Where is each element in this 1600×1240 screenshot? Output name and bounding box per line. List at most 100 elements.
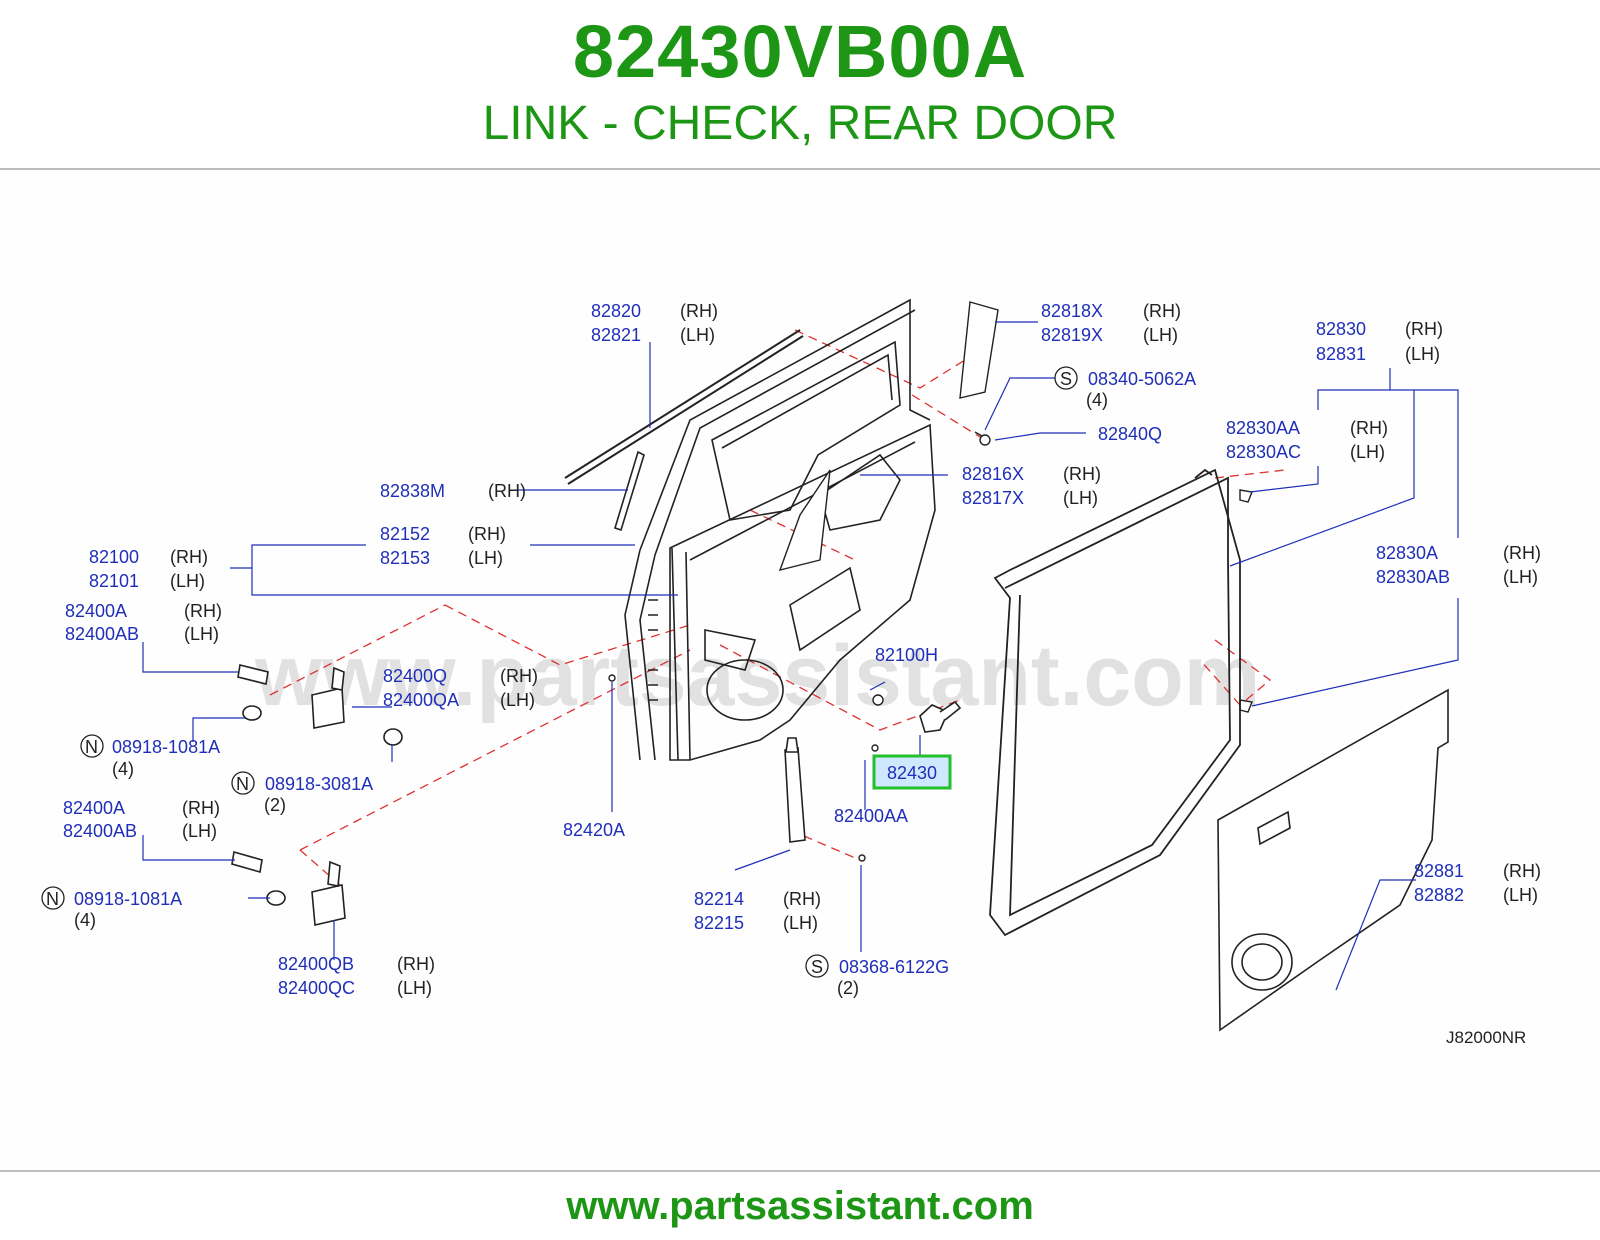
label-82400ab-upper[interactable]: 82400AB (LH)	[65, 624, 219, 644]
part-number-link[interactable]: 82830AB	[1376, 567, 1450, 587]
label-08340-5062a[interactable]: S 08340-5062A (4)	[1054, 366, 1196, 410]
label-82830ab[interactable]: 82830AB (LH)	[1376, 567, 1538, 587]
label-82400q[interactable]: 82400Q (RH)	[383, 666, 538, 686]
part-number-link[interactable]: 82830AC	[1226, 442, 1301, 462]
label-08918-3081a[interactable]: N 08918-3081A (2)	[231, 771, 373, 815]
part-number-link[interactable]: 82840Q	[1098, 424, 1162, 444]
part-number-link[interactable]: 08340-5062A	[1088, 369, 1196, 389]
part-number-link[interactable]: 82820	[591, 301, 641, 321]
part-number-link[interactable]: 82214	[694, 889, 744, 909]
side-indicator: (LH)	[500, 690, 535, 710]
part-number-link[interactable]: 08918-3081A	[265, 774, 373, 794]
part-number-link[interactable]: 82400AA	[834, 806, 908, 826]
label-82400a-lower[interactable]: 82400A (RH)	[63, 798, 220, 818]
part-number-link[interactable]: 82400A	[65, 601, 127, 621]
label-82152[interactable]: 82152 (RH)	[380, 524, 506, 544]
side-indicator: (LH)	[1503, 567, 1538, 587]
label-82818x[interactable]: 82818X (RH)	[1041, 301, 1181, 321]
side-indicator: (LH)	[680, 325, 715, 345]
part-number-link[interactable]: 82400A	[63, 798, 125, 818]
label-82153[interactable]: 82153 (LH)	[380, 548, 503, 568]
quantity: (2)	[837, 978, 859, 998]
part-number-link[interactable]: 82400AB	[63, 821, 137, 841]
label-08918-1081a-lower[interactable]: N 08918-1081A (4)	[41, 886, 182, 930]
label-82400ab-lower[interactable]: 82400AB (LH)	[63, 821, 217, 841]
label-82400qc[interactable]: 82400QC (LH)	[278, 978, 432, 998]
part-number-link[interactable]: 82818X	[1041, 301, 1103, 321]
label-82830ac[interactable]: 82830AC (LH)	[1226, 442, 1385, 462]
label-08368-6122g[interactable]: S 08368-6122G (2)	[805, 954, 949, 998]
part-number-link[interactable]: 82152	[380, 524, 430, 544]
part-number-link[interactable]: 82400QB	[278, 954, 354, 974]
part-number-link[interactable]: 82100H	[875, 645, 938, 665]
sash-strip-82838m	[614, 450, 645, 532]
part-number-link[interactable]: 82420A	[563, 820, 625, 840]
part-number-link[interactable]: 82830A	[1376, 543, 1438, 563]
part-number-link[interactable]: 82819X	[1041, 325, 1103, 345]
label-82100[interactable]: 82100 (RH)	[89, 547, 208, 567]
highlight-box	[872, 754, 952, 790]
label-82215[interactable]: 82215 (LH)	[694, 913, 818, 933]
part-number-link[interactable]: 82816X	[962, 464, 1024, 484]
side-indicator: (LH)	[182, 821, 217, 841]
part-number-link[interactable]: 82400AB	[65, 624, 139, 644]
part-number-link[interactable]: 82881	[1414, 861, 1464, 881]
part-number-link[interactable]: 82882	[1414, 885, 1464, 905]
footer-site-link[interactable]: www.partsassistant.com	[566, 1184, 1034, 1228]
side-indicator: (RH)	[680, 301, 718, 321]
label-82430-highlighted[interactable]: 82430	[872, 754, 952, 790]
label-82816x[interactable]: 82816X (RH)	[962, 464, 1101, 484]
part-number-link[interactable]: 82821	[591, 325, 641, 345]
leader-lines	[142, 321, 1459, 991]
label-82400a-upper[interactable]: 82400A (RH)	[65, 601, 222, 621]
part-number-link[interactable]: 82215	[694, 913, 744, 933]
label-82838m[interactable]: 82838M (RH)	[380, 481, 526, 501]
part-number-link[interactable]: 08368-6122G	[839, 957, 949, 977]
part-number-link[interactable]: 82100	[89, 547, 139, 567]
label-82882[interactable]: 82882 (LH)	[1414, 885, 1538, 905]
label-82821[interactable]: 82821 (LH)	[591, 325, 715, 345]
part-number-link[interactable]: 82400QA	[383, 690, 459, 710]
badge-letter: N	[46, 889, 59, 909]
standard-part-badge	[805, 954, 829, 978]
label-82817x[interactable]: 82817X (LH)	[962, 488, 1098, 508]
label-82420a[interactable]: 82420A	[563, 820, 625, 840]
label-82840q[interactable]: 82840Q	[1098, 424, 1162, 444]
label-82819x[interactable]: 82819X (LH)	[1041, 325, 1178, 345]
label-82820[interactable]: 82820 (RH)	[591, 301, 718, 321]
label-82101[interactable]: 82101 (LH)	[89, 571, 205, 591]
label-82400aa[interactable]: 82400AA	[834, 806, 908, 826]
side-indicator: (RH)	[1405, 319, 1443, 339]
header: 82430VB00A LINK - CHECK, REAR DOOR	[0, 0, 1600, 168]
part-number-link[interactable]: 08918-1081A	[112, 737, 220, 757]
label-82830aa[interactable]: 82830AA (RH)	[1226, 418, 1388, 438]
standard-part-badge	[231, 771, 255, 795]
footer-divider	[0, 1170, 1600, 1172]
side-indicator: (RH)	[488, 481, 526, 501]
part-number-link[interactable]: 82400QC	[278, 978, 355, 998]
part-number-link[interactable]: 82830AA	[1226, 418, 1300, 438]
part-number-link[interactable]: 82101	[89, 571, 139, 591]
part-number-link[interactable]: 82831	[1316, 344, 1366, 364]
part-number-link[interactable]: 82838M	[380, 481, 445, 501]
part-number-link[interactable]: 82400Q	[383, 666, 447, 686]
part-number-link[interactable]: 08918-1081A	[74, 889, 182, 909]
part-number-link[interactable]: 82430	[887, 763, 937, 783]
label-82830[interactable]: 82830 (RH)	[1316, 319, 1443, 339]
side-indicator: (LH)	[1063, 488, 1098, 508]
small-fasteners	[608, 431, 1253, 862]
label-82400qb[interactable]: 82400QB (RH)	[278, 954, 435, 974]
part-number-link[interactable]: 82830	[1316, 319, 1366, 339]
label-82100h[interactable]: 82100H	[875, 645, 938, 665]
part-number-link[interactable]: 82817X	[962, 488, 1024, 508]
label-82214[interactable]: 82214 (RH)	[694, 889, 821, 909]
label-82400qa[interactable]: 82400QA (LH)	[383, 690, 535, 710]
diagram-svg: www.partsassistant.com	[41, 298, 1541, 1047]
part-number-link[interactable]: 82153	[380, 548, 430, 568]
label-08918-1081a-upper[interactable]: N 08918-1081A (4)	[80, 734, 220, 779]
label-82881[interactable]: 82881 (RH)	[1414, 861, 1541, 881]
label-82830a[interactable]: 82830A (RH)	[1376, 543, 1541, 563]
door-seal-82830	[989, 468, 1241, 937]
sash-tape-82818x	[959, 301, 999, 399]
label-82831[interactable]: 82831 (LH)	[1316, 344, 1440, 364]
